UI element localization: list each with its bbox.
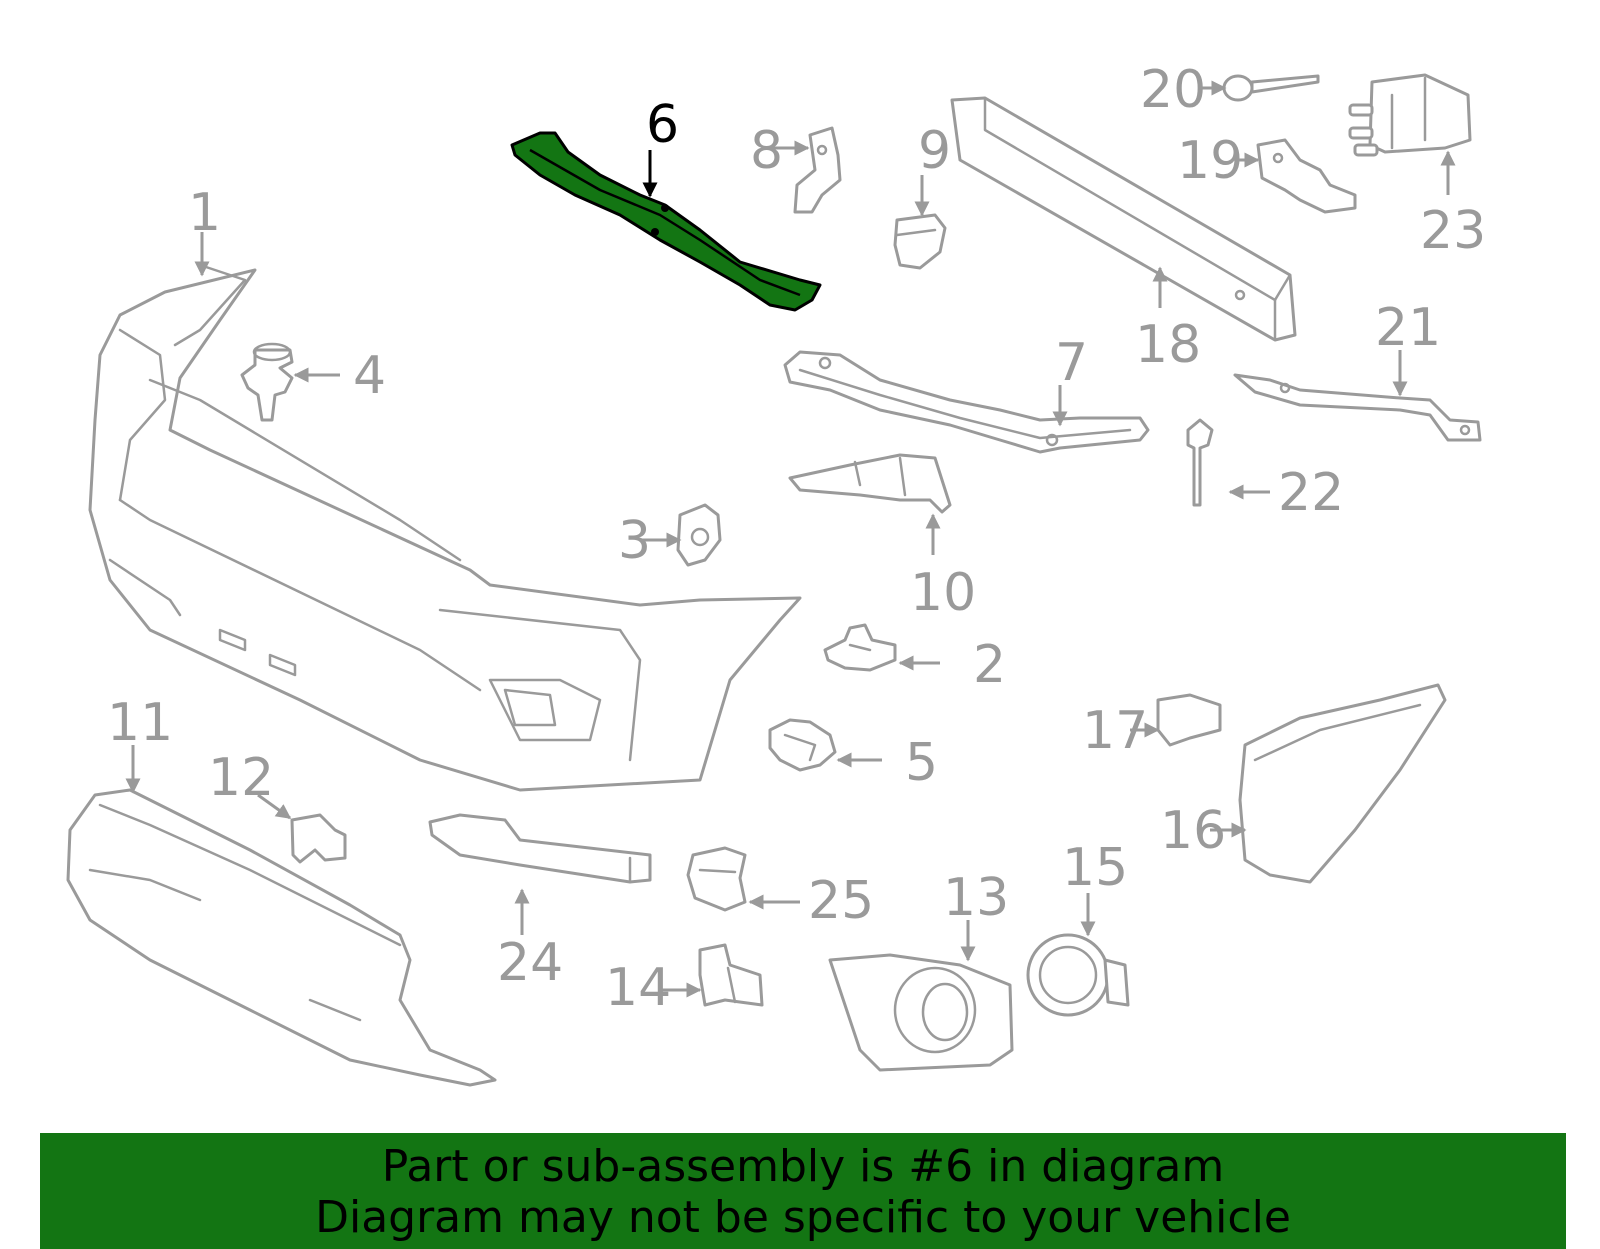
callout-17: 17 [1082, 701, 1148, 761]
info-banner: Part or sub-assembly is #6 in diagram Di… [40, 1133, 1566, 1249]
part-12-clip[interactable] [290, 813, 347, 864]
callout-15: 15 [1062, 838, 1128, 898]
callout-9: 9 [918, 121, 951, 181]
callout-18: 18 [1135, 315, 1201, 375]
callout-13: 13 [943, 868, 1009, 928]
callout-23: 23 [1420, 201, 1486, 261]
part-1-bumper-cover[interactable] [88, 263, 802, 792]
callout-7: 7 [1055, 333, 1088, 393]
callout-6: 6 [646, 95, 679, 155]
callout-labels: 1 2 3 4 5 6 7 8 9 10 11 12 13 14 15 16 1… [107, 60, 1486, 1018]
part-6-reinforcement-highlighted[interactable] [510, 131, 822, 312]
callout-arrows [125, 80, 1456, 998]
part-9-block[interactable] [893, 213, 947, 270]
part-8-bracket[interactable] [793, 126, 842, 214]
banner-line-2: Diagram may not be specific to your vehi… [315, 1192, 1291, 1243]
part-7-support-bar[interactable] [783, 350, 1150, 454]
part-17-clip[interactable] [1156, 693, 1222, 747]
callout-19: 19 [1177, 131, 1243, 191]
part-23-bracket[interactable] [1348, 73, 1472, 157]
callout-20: 20 [1140, 60, 1206, 120]
callout-12: 12 [208, 748, 274, 808]
banner-line-1: Part or sub-assembly is #6 in diagram [381, 1141, 1225, 1192]
callout-4: 4 [353, 346, 386, 406]
part-4-push-pin[interactable] [240, 342, 294, 422]
part-11-lower-valance[interactable] [66, 788, 497, 1087]
part-25-bracket[interactable] [686, 846, 747, 912]
callout-21: 21 [1375, 298, 1441, 358]
callout-8: 8 [750, 121, 783, 181]
part-15-fog-lamp[interactable] [1026, 933, 1130, 1017]
callout-11: 11 [107, 693, 173, 753]
part-13-fog-bezel[interactable] [828, 953, 1014, 1072]
callout-16: 16 [1160, 801, 1226, 861]
part-21-bracket[interactable] [1233, 373, 1482, 442]
callout-24: 24 [497, 933, 563, 993]
part-14-bracket[interactable] [698, 943, 764, 1007]
part-16-side-garnish[interactable] [1238, 683, 1447, 884]
callout-1: 1 [188, 183, 221, 243]
part-10-bracket[interactable] [788, 453, 952, 514]
callout-10: 10 [910, 563, 976, 623]
part-5-clip[interactable] [768, 718, 837, 772]
part-19-bracket[interactable] [1256, 138, 1357, 214]
callout-3: 3 [618, 511, 651, 571]
callout-5: 5 [905, 733, 938, 793]
callout-2: 2 [973, 635, 1006, 695]
callout-25: 25 [808, 871, 874, 931]
part-22-bolt[interactable] [1186, 418, 1214, 507]
part-2-clip[interactable] [823, 623, 897, 672]
part-3-bracket[interactable] [676, 503, 722, 567]
part-18-impact-bar[interactable] [950, 96, 1297, 342]
part-20-bolt[interactable] [1222, 74, 1320, 102]
part-24-trim-strip[interactable] [428, 813, 652, 884]
callout-22: 22 [1278, 463, 1344, 523]
callout-14: 14 [605, 958, 671, 1018]
